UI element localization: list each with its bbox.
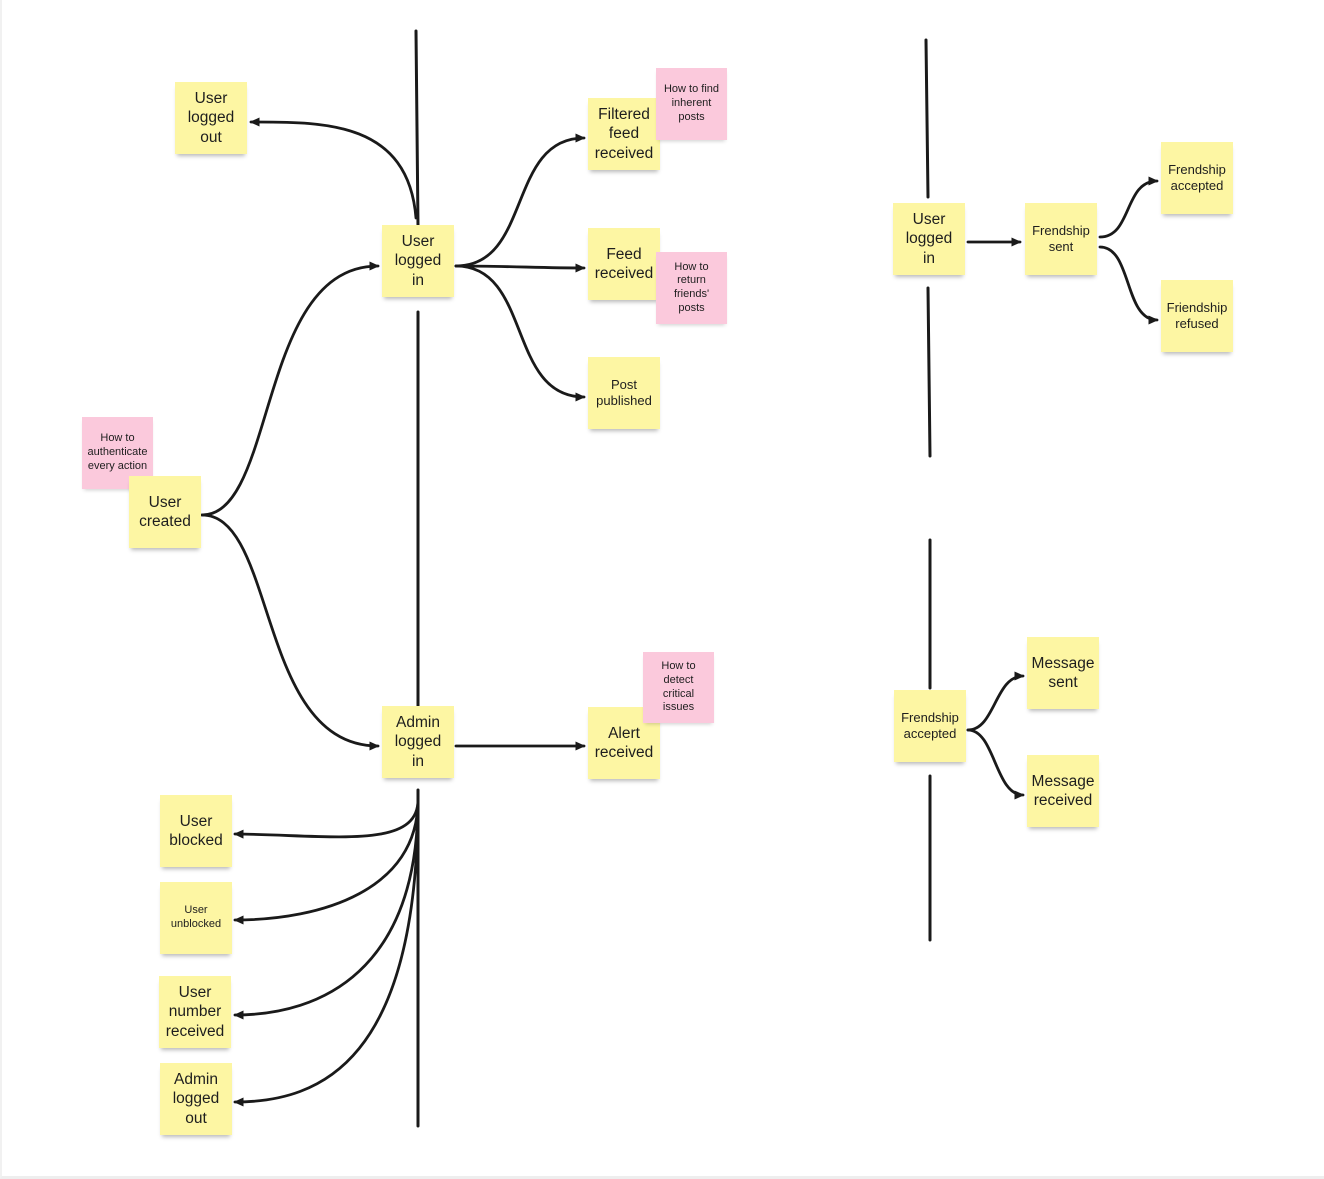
arrow-admin-to-user-blocked — [233, 798, 420, 839]
note-frendship-sent[interactable]: Frendship sent — [1025, 203, 1097, 275]
arrow-admin-to-user-number-received — [233, 798, 420, 1020]
note-user-created[interactable]: User created — [129, 476, 201, 548]
arrow-frendship-accepted-to-message-sent — [966, 671, 1025, 732]
note-user-logged-in-2[interactable]: User logged in — [893, 203, 965, 275]
divider-line-left-top — [414, 29, 420, 228]
note-user-number-received[interactable]: User number received — [159, 976, 231, 1048]
note-message-sent[interactable]: Message sent — [1027, 637, 1099, 709]
arrow-frendship-sent-to-accepted — [1098, 176, 1159, 239]
note-post-published[interactable]: Post published — [588, 357, 660, 429]
note-user-logged-in[interactable]: User logged in — [382, 225, 454, 297]
note-frendship-accepted-2[interactable]: Frendship accepted — [894, 690, 966, 762]
note-how-to-authenticate-every-action[interactable]: How to authenticate every action — [82, 417, 153, 489]
note-user-blocked[interactable]: User blocked — [160, 795, 232, 867]
arrow-user-logged-in-to-post-published — [454, 264, 586, 402]
arrow-frendship-sent-to-refused — [1098, 245, 1159, 325]
arrow-user-logged-in-to-filtered-feed — [454, 133, 586, 268]
arrow-user-logged-in-to-user-logged-out — [249, 117, 418, 220]
note-admin-logged-out[interactable]: Admin logged out — [160, 1063, 232, 1135]
note-how-to-detect-critical-issues[interactable]: How to detect critical issues — [643, 652, 714, 723]
note-message-received[interactable]: Message received — [1027, 755, 1099, 827]
divider-line-right-top-b — [926, 286, 932, 458]
note-alert-received[interactable]: Alert received — [588, 707, 660, 779]
note-filtered-feed-received[interactable]: Filtered feed received — [588, 98, 660, 170]
arrow-admin-to-user-unblocked — [233, 798, 420, 925]
note-frendship-accepted[interactable]: Frendship accepted — [1161, 142, 1233, 214]
note-admin-logged-in[interactable]: Admin logged in — [382, 706, 454, 778]
arrow-frendship-accepted-to-message-received — [966, 728, 1025, 800]
arrow-user-logged-in-to-feed-received — [454, 263, 586, 273]
note-friendship-refused[interactable]: Friendship refused — [1161, 280, 1233, 352]
arrow-user-created-to-user-logged-in — [200, 261, 380, 517]
note-how-to-find-inherent-posts[interactable]: How to find inherent posts — [656, 68, 727, 140]
arrow-admin-to-admin-logged-out — [233, 798, 420, 1107]
note-feed-received[interactable]: Feed received — [588, 228, 660, 300]
note-how-to-return-friends-posts[interactable]: How to return friends' posts — [656, 252, 727, 324]
divider-line-right-top-a — [924, 38, 930, 199]
note-user-logged-out[interactable]: User logged out — [175, 82, 247, 154]
note-user-unblocked[interactable]: User unblocked — [160, 882, 232, 954]
arrow-user-created-to-admin-logged-in — [200, 513, 380, 751]
